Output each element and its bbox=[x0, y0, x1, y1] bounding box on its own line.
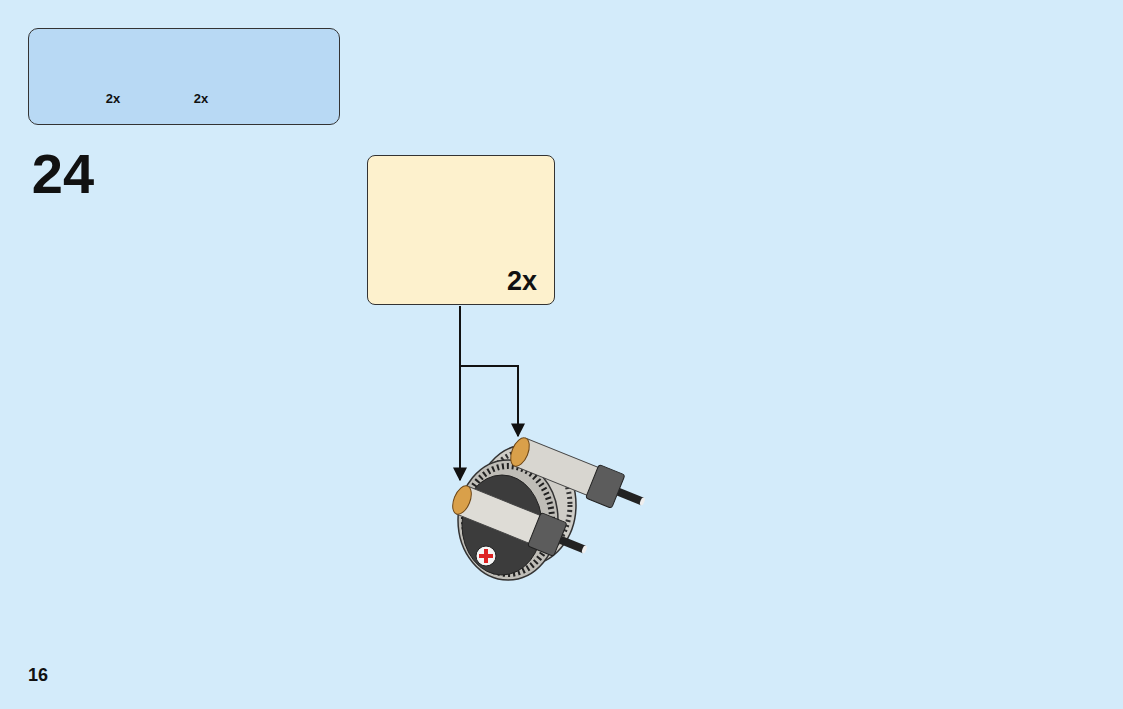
assembly bbox=[448, 432, 651, 580]
page-number: 16 bbox=[28, 666, 48, 684]
callout-box: 2x bbox=[367, 155, 555, 305]
step-number: 24 bbox=[32, 146, 94, 202]
parts-box: 2x 2x bbox=[28, 28, 340, 125]
quantity-label: 2x bbox=[507, 268, 537, 295]
quantity-label: 2x bbox=[194, 92, 208, 105]
quantity-label: 2x bbox=[106, 92, 120, 105]
